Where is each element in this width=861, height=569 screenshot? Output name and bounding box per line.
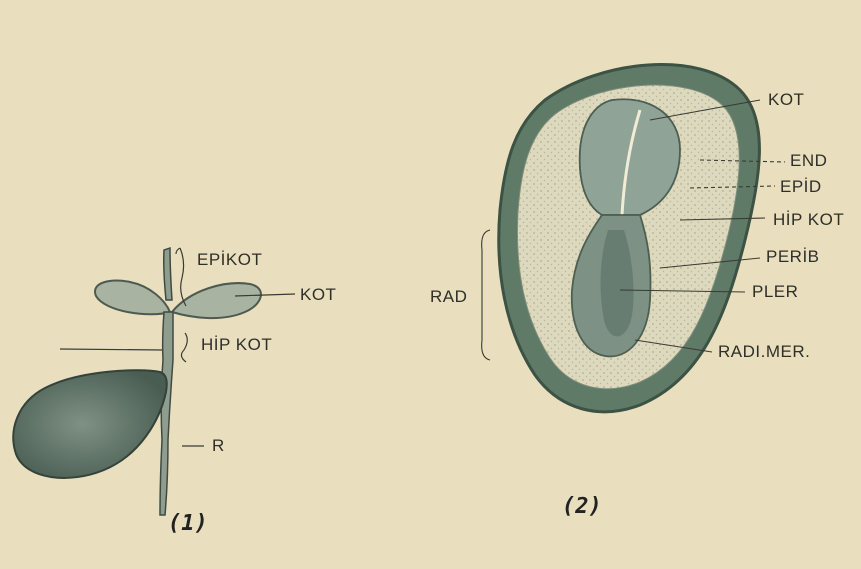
label-rad: RAD (430, 288, 467, 305)
hypocotyl-radicle (160, 312, 173, 515)
label-epikot: EPİKOT (197, 251, 262, 268)
caption-figure-1: (1) (168, 513, 208, 535)
epicotyl-stem (164, 248, 172, 300)
label-hipkot-seed: HİP KOT (773, 211, 844, 228)
label-radimer: RADI.MER. (718, 343, 810, 360)
label-kot-seedling: KOT (300, 286, 336, 303)
label-pler: PLER (752, 283, 798, 300)
label-epid: EPİD (780, 178, 822, 195)
label-hipkot-seedling: HİP KOT (201, 336, 272, 353)
cotyledon-left (95, 281, 170, 315)
caption-figure-2: (2) (562, 496, 602, 518)
label-kot-seed: KOT (768, 91, 804, 108)
seedling-figure (13, 248, 295, 515)
label-end: END (790, 152, 827, 169)
seed-body-dark (13, 370, 166, 478)
cotyledon-right (172, 283, 261, 318)
label-perib: PERİB (766, 248, 820, 265)
label-radicle: R (212, 437, 225, 454)
